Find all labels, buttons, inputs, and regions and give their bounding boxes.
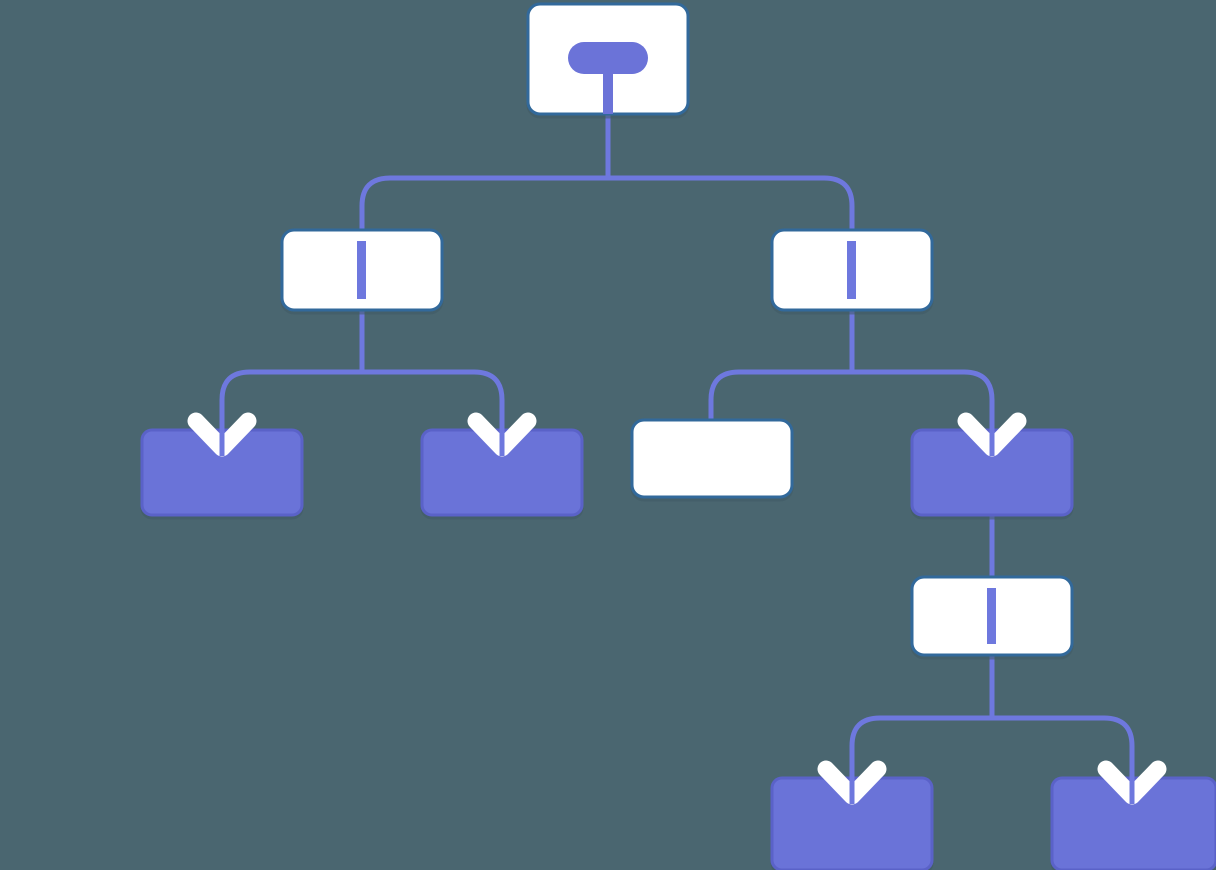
edge-n1-n3: [219, 369, 362, 462]
node-level4-white-vline-icon: [987, 588, 996, 644]
node-level2-right-vline-icon: [847, 241, 856, 299]
edge-n1-n4: [362, 369, 505, 462]
edge-n7-n8: [849, 715, 992, 810]
edge-n0-n2: [608, 175, 855, 270]
edge-n7-n9: [992, 715, 1135, 810]
node-level3-white-box[interactable]: [630, 418, 794, 499]
edge-n2-n6: [852, 369, 995, 462]
edge-n0-n1: [359, 175, 608, 270]
node-root-pill-icon: [568, 42, 648, 74]
node-level3-white[interactable]: [630, 418, 794, 499]
node-level2-left[interactable]: [280, 228, 444, 312]
arrow-shaft-layer: [219, 400, 1135, 804]
node-root-stem-icon: [603, 72, 613, 114]
node-level2-right[interactable]: [770, 228, 934, 312]
node-root[interactable]: [526, 2, 690, 116]
edge-n2-n5: [708, 369, 852, 424]
node-level2-left-vline-icon: [357, 241, 366, 299]
node-level4-white[interactable]: [910, 575, 1074, 657]
